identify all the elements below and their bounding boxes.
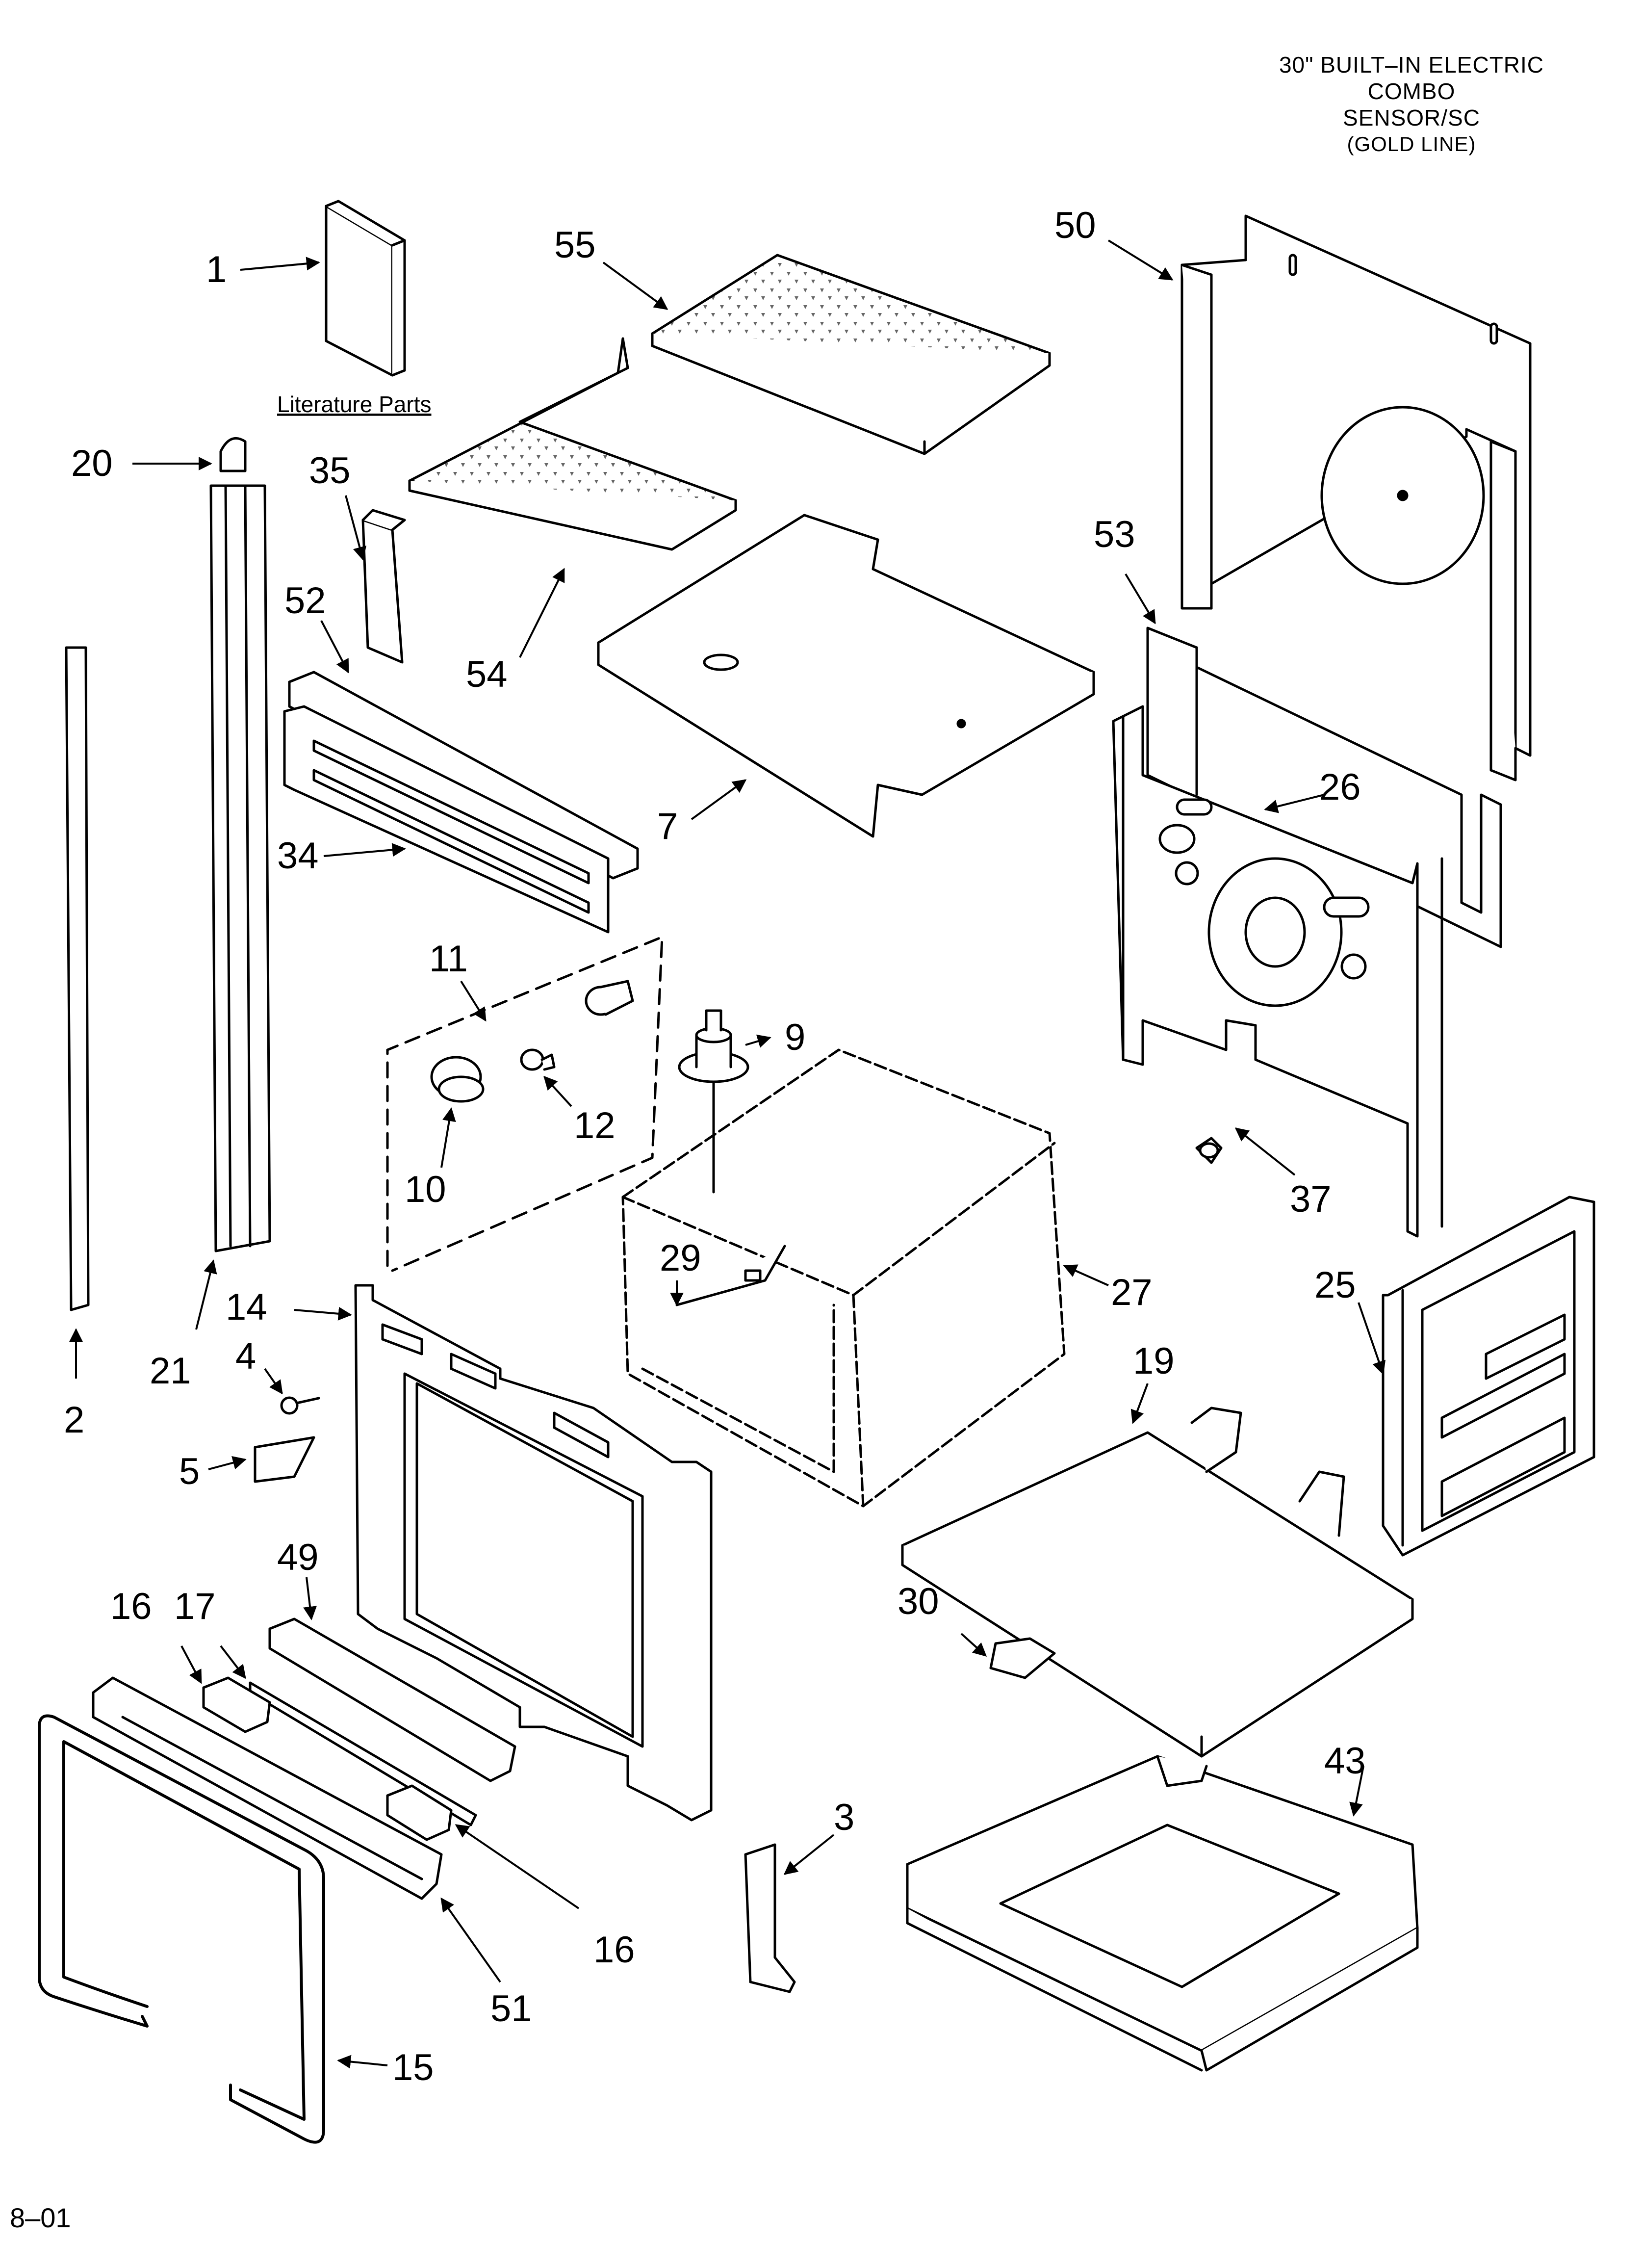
- part-51-lower-trim: [92, 1676, 443, 1900]
- part-29-probe: [675, 1245, 786, 1306]
- part-21-side-trim: [209, 484, 271, 1252]
- callout-2: 2: [64, 1399, 84, 1441]
- callout-26: 26: [1319, 766, 1361, 808]
- callout-4: 4: [235, 1335, 256, 1377]
- part-5-bracket: [254, 1436, 315, 1483]
- part-30-clip: [989, 1637, 1056, 1679]
- callout-29: 29: [660, 1237, 701, 1279]
- callout-15: 15: [392, 2047, 434, 2088]
- part-27-oven-cavity: [621, 1048, 1066, 1508]
- callout-5: 5: [179, 1451, 200, 1492]
- callout-54: 54: [466, 653, 508, 695]
- part-14-front-frame: [354, 1284, 713, 1822]
- leader-arrows: [69, 239, 1386, 2069]
- callout-50: 50: [1054, 205, 1096, 246]
- part-55-top-insulation: [651, 254, 1051, 455]
- part-15-door-gasket: [38, 1714, 325, 2144]
- callout-10: 10: [405, 1169, 446, 1210]
- title-line-3: SENSOR/SC: [1343, 105, 1480, 130]
- callout-37: 37: [1290, 1178, 1332, 1220]
- callout-14: 14: [226, 1286, 267, 1328]
- title-line-1: 30" BUILT–IN ELECTRIC: [1279, 52, 1544, 78]
- callout-30: 30: [898, 1581, 939, 1622]
- part-26-rear-wall-assembly: [1112, 705, 1443, 1238]
- part-35-bracket: [361, 509, 406, 664]
- part-54-insulation-strip: [408, 337, 737, 551]
- callout-52: 52: [284, 580, 326, 622]
- callout-labels: 1 55 50 20 35 52 54 53 7 26 34 11 9 12 1…: [64, 205, 1366, 2088]
- part-4-screw: [280, 1396, 320, 1415]
- part-11-socket: [585, 980, 634, 1016]
- part-11-light-assembly-group: [386, 936, 664, 1272]
- callout-11: 11: [429, 938, 468, 980]
- part-12-lamp: [520, 1048, 556, 1071]
- part-34-vent-grille: [283, 705, 610, 934]
- callout-35: 35: [309, 450, 351, 492]
- diagram-title: 30" BUILT–IN ELECTRIC COMBO SENSOR/SC (G…: [1225, 52, 1598, 157]
- part-37-thermostat: [1195, 1137, 1223, 1164]
- part-49-trim: [268, 1617, 516, 1782]
- callout-49: 49: [277, 1537, 319, 1578]
- callout-25: 25: [1314, 1264, 1356, 1306]
- callout-55: 55: [554, 224, 596, 266]
- part-2-trim-rod: [65, 646, 90, 1311]
- callout-27: 27: [1111, 1272, 1153, 1313]
- callout-1: 1: [206, 249, 227, 290]
- callout-3: 3: [834, 1797, 854, 1838]
- part-19-bottom-panel: [901, 1407, 1414, 1758]
- callout-12: 12: [574, 1105, 616, 1147]
- literature-parts-label: Literature Parts: [277, 391, 431, 417]
- callout-16-upper: 16: [110, 1586, 152, 1627]
- title-line-2: COMBO: [1367, 78, 1456, 104]
- part-16-pad-left: [202, 1676, 271, 1733]
- part-3-bracket: [744, 1843, 796, 1993]
- part-10-lens: [430, 1056, 485, 1103]
- part-52-vent-duct: [288, 671, 639, 880]
- part-43-bottom-tray: [906, 1755, 1419, 2072]
- part-16-pad-right: [386, 1784, 453, 1841]
- callout-9: 9: [785, 1017, 805, 1058]
- part-20-trim-cap: [219, 437, 247, 472]
- callout-34: 34: [277, 835, 319, 877]
- part-7-top-panel: [597, 514, 1095, 838]
- callout-20: 20: [71, 443, 113, 484]
- callout-17: 17: [174, 1586, 216, 1627]
- part-9-oven-sensor: [678, 1009, 749, 1194]
- callout-7: 7: [657, 806, 678, 847]
- callout-16-lower: 16: [593, 1929, 635, 1971]
- callout-53: 53: [1094, 514, 1135, 555]
- callout-51: 51: [490, 1988, 532, 2030]
- title-line-4: (GOLD LINE): [1347, 132, 1476, 156]
- callout-21: 21: [150, 1350, 191, 1392]
- callout-19: 19: [1133, 1340, 1175, 1382]
- part-50-rear-panel: [1180, 214, 1532, 782]
- part-1-literature-booklet: [325, 200, 406, 377]
- footer-code: 8–01: [10, 2202, 71, 2233]
- part-25-side-panel: [1382, 1196, 1595, 1557]
- callout-43: 43: [1324, 1740, 1366, 1782]
